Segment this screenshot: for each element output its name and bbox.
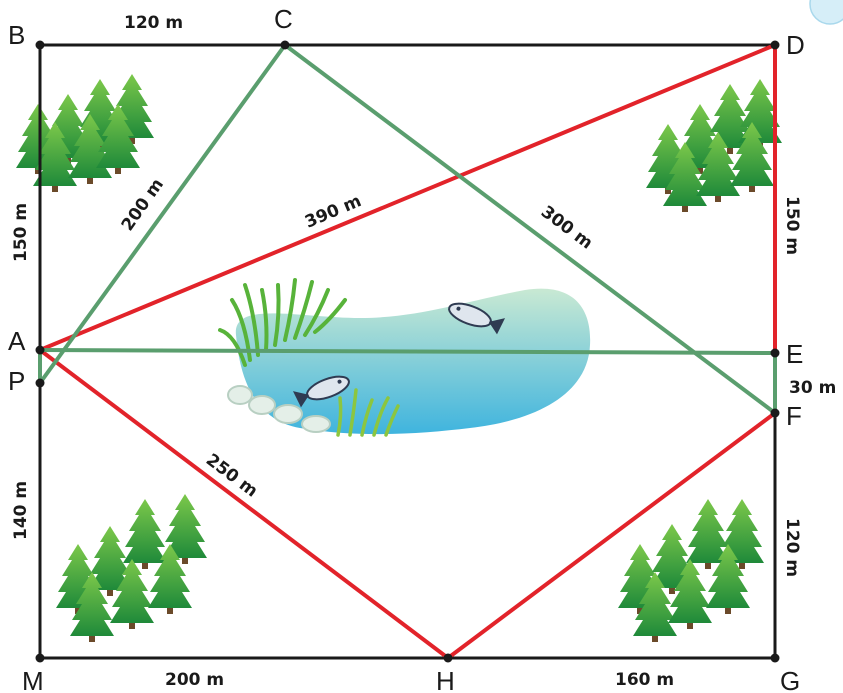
segment-FH (446, 411, 777, 660)
vertex-A (35, 345, 45, 355)
label-point-C: C (274, 4, 293, 34)
forest-bottom-left (56, 494, 207, 642)
red-path (38, 43, 777, 660)
forest-bottom-right (618, 499, 764, 642)
vertex-P (35, 378, 45, 388)
forest-top-right (646, 79, 782, 212)
vertex-B (35, 40, 45, 50)
length-PM: 140 m (11, 481, 31, 540)
segment-AD (39, 43, 776, 352)
length-MH: 200 m (165, 670, 224, 690)
forest-top-left (16, 74, 154, 192)
vertex-G (770, 653, 780, 663)
fish-icon (292, 375, 350, 408)
label-point-F: F (786, 401, 802, 431)
fish-icon (448, 302, 506, 335)
reeds-left (218, 278, 347, 367)
label-point-D: D (786, 30, 805, 60)
pond (218, 278, 591, 437)
length-AC: 200 m (118, 175, 168, 235)
vertex-H (443, 653, 453, 663)
length-HG: 160 m (615, 670, 674, 690)
length-AB: 150 m (11, 203, 31, 262)
length-FG: 120 m (782, 518, 802, 577)
vertex-F (770, 408, 780, 418)
vertex-D (770, 40, 780, 50)
label-point-G: G (780, 666, 800, 693)
vertex-M (35, 653, 45, 663)
segment-HA (38, 348, 450, 660)
label-point-H: H (436, 666, 455, 693)
corner-bubble-icon (809, 0, 843, 25)
label-point-E: E (786, 339, 803, 369)
label-point-P: P (8, 366, 25, 396)
vertex-E (770, 348, 780, 358)
green-path (38, 43, 777, 415)
label-point-A: A (8, 326, 26, 356)
length-BC: 120 m (124, 13, 183, 33)
vertex-C (280, 40, 290, 50)
length-DE: 150 m (782, 196, 802, 255)
segment-EA (39, 348, 776, 355)
length-CF: 300 m (537, 202, 596, 254)
pond-stones (227, 385, 331, 433)
label-point-B: B (8, 20, 25, 50)
length-EF: 30 m (789, 378, 836, 398)
label-point-M: M (22, 666, 44, 693)
reeds-right (336, 388, 400, 437)
vertices (35, 40, 780, 663)
segment-PC (38, 43, 287, 385)
